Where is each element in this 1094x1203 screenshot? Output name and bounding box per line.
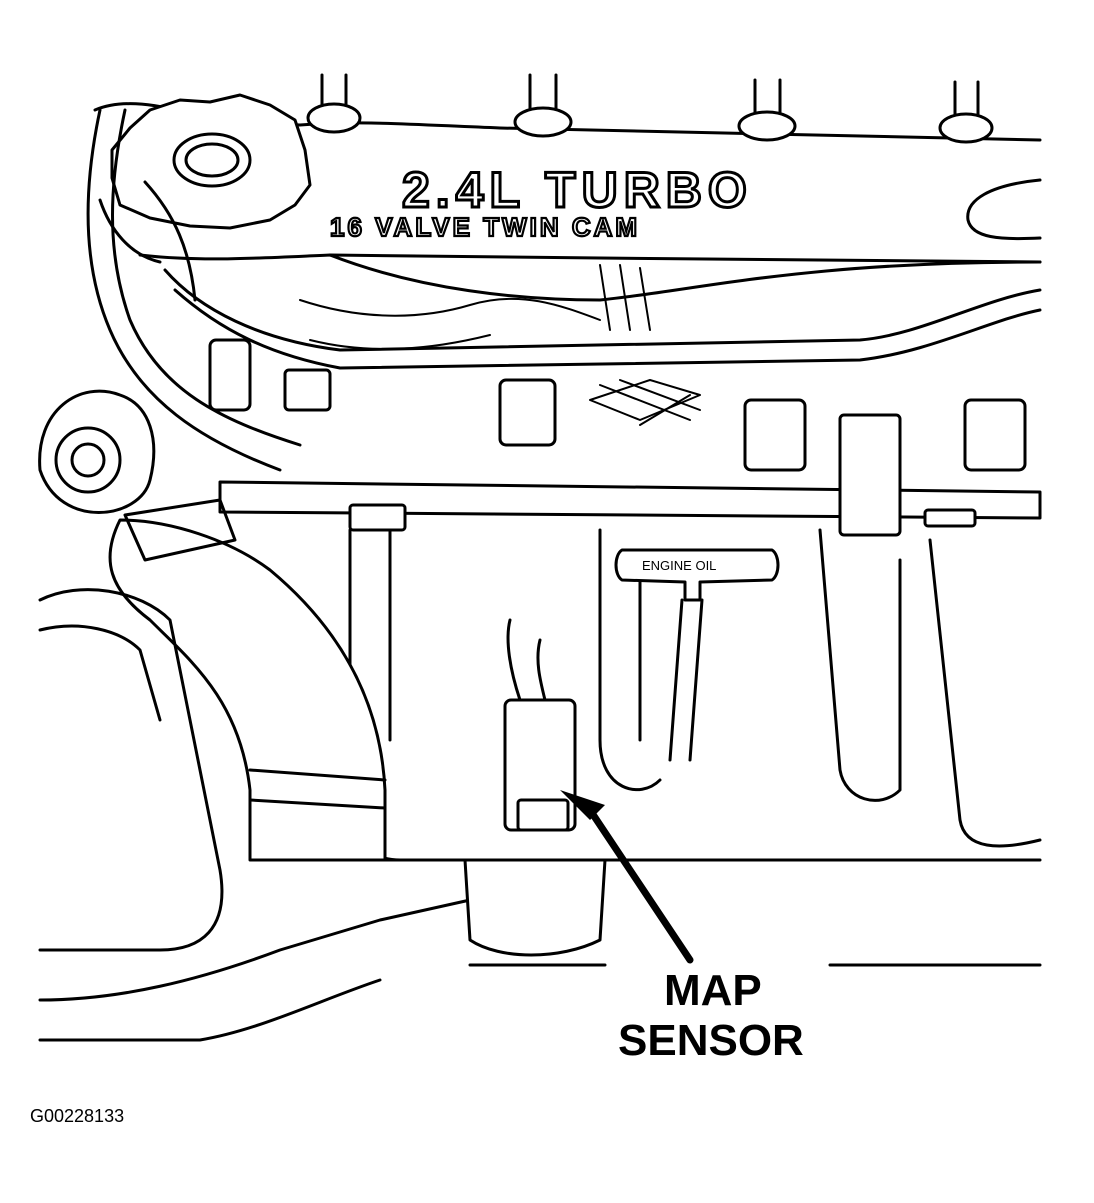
valve-cover-text-line2: 16 VALVE TWIN CAM — [330, 212, 640, 242]
wiring-harness — [299, 264, 701, 426]
callout-arrow — [468, 790, 1042, 967]
map-sensor — [463, 618, 607, 957]
lower-housing — [38, 588, 472, 1042]
vacuum-hoses — [86, 108, 1042, 472]
valve-cover — [93, 102, 1042, 302]
callout-line2: SENSOR — [618, 1016, 804, 1065]
pulley — [38, 389, 156, 514]
oil-filler-cap — [110, 93, 312, 230]
valve-cover-text-line1: 2.4L TURBO — [402, 162, 753, 218]
spark-plug-boots — [306, 73, 994, 144]
dipstick-label: ENGINE OIL — [642, 558, 716, 573]
intake-hose — [108, 498, 387, 862]
fuel-rail — [218, 413, 1042, 537]
cover-oval — [966, 178, 1042, 241]
figure-id: G00228133 — [30, 1106, 124, 1126]
callout-line1: MAP — [664, 966, 762, 1015]
upper-connectors — [208, 338, 1027, 472]
dipstick: ENGINE OIL — [614, 548, 780, 762]
